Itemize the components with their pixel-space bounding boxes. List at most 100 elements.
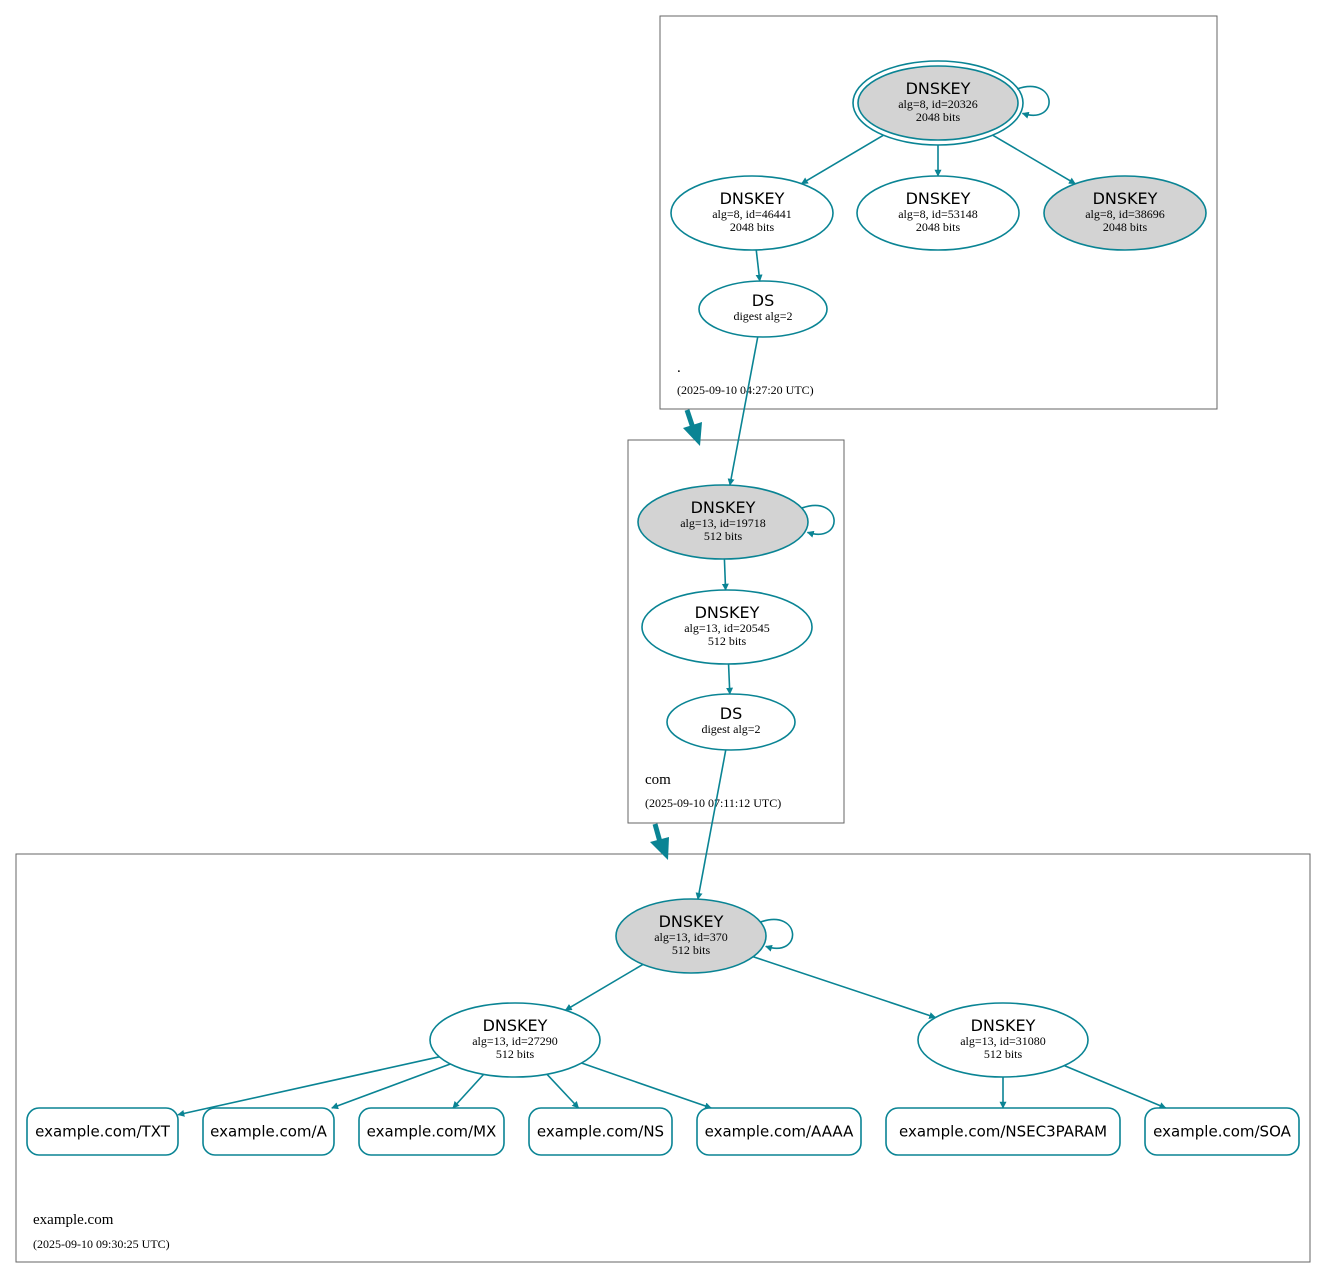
rrset-box [696,1107,862,1156]
ds-title: DS [752,291,774,310]
dnskey-ellipse [637,484,809,560]
signature-edge [755,249,763,282]
signature-edge [800,134,884,185]
dnskey-ellipse [615,898,767,974]
rrset-node[interactable]: example.com/A [202,1107,335,1156]
rrset-box [358,1107,505,1156]
rrset-node[interactable]: example.com/SOA [1144,1107,1300,1156]
dnskey-alg-id: alg=13, id=20545 [684,621,770,635]
dnskey-bits: 512 bits [672,943,711,957]
signature-edge [1064,1064,1167,1109]
rrset-label: example.com/MX [367,1123,497,1141]
ds-ellipse [666,693,796,751]
dnskey-ellipse [856,175,1020,251]
rrset-box [528,1107,673,1156]
dnskey-bits: 512 bits [984,1047,1023,1061]
dnskey-alg-id: alg=8, id=46441 [712,207,792,221]
rrset-box [202,1107,335,1156]
zone-name: com [645,772,671,788]
ds-digest: digest alg=2 [733,309,792,323]
signature-edge [695,749,727,900]
trust-anchor-ring [852,60,1024,146]
self-signature-edge [760,918,794,952]
dnskey-title: DNSKEY [659,912,724,931]
dnskey-title: DNSKEY [1093,189,1158,208]
rrset-node[interactable]: example.com/NS [528,1107,673,1156]
rrset-node[interactable]: example.com/TXT [26,1107,179,1156]
signature-edge [992,134,1076,185]
dnskey-bits: 512 bits [496,1047,535,1061]
rrset-box [885,1107,1121,1156]
dnskey-ellipse [1043,175,1207,251]
rrset-node[interactable]: example.com/NSEC3PARAM [885,1107,1121,1156]
dnskey-ellipse [917,1002,1089,1078]
signature-edge [752,955,937,1019]
dnskey-title: DNSKEY [695,603,760,622]
dnskey-bits: 2048 bits [730,220,775,234]
dnskey-bits: 512 bits [708,634,747,648]
dnskey-alg-id: alg=13, id=19718 [680,516,766,530]
signature-edge [546,1073,580,1109]
rrset-node[interactable]: example.com/AAAA [696,1107,862,1156]
dnskey-title: DNSKEY [691,498,756,517]
dnskey-alg-id: alg=13, id=31080 [960,1034,1046,1048]
ds-title: DS [720,704,742,723]
signature-edge [727,336,759,486]
dnskey-title: DNSKEY [906,189,971,208]
delegation-com-to-example [650,823,669,860]
rrset-label: example.com/NS [537,1123,664,1141]
rrset-label: example.com/SOA [1153,1123,1291,1141]
zone-name: . [677,360,681,376]
dnskey-alg-id: alg=13, id=370 [654,930,728,944]
dnskey-title: DNSKEY [483,1016,548,1035]
dnskey-alg-id: alg=8, id=38696 [1085,207,1165,221]
zone-name: example.com [33,1212,114,1228]
signature-edge [564,963,644,1011]
signature-edge [726,663,734,695]
zone-timestamp: (2025-09-10 04:27:20 UTC) [677,383,814,397]
rrset-box [1144,1107,1300,1156]
dnskey-bits: 2048 bits [1103,220,1148,234]
dnskey-ellipse [429,1002,601,1078]
dnskey-bits: 2048 bits [916,110,961,124]
dnskey-ellipse [641,589,813,665]
dnskey-alg-id: alg=8, id=53148 [898,207,978,221]
dnskey-bits: 512 bits [704,529,743,543]
dnskey-alg-id: alg=13, id=27290 [472,1034,558,1048]
signature-edge [581,1062,712,1110]
ds-ellipse [698,280,828,338]
zone-timestamp: (2025-09-10 07:11:12 UTC) [645,796,781,810]
signature-edge [331,1063,451,1110]
signature-edge [721,558,729,591]
dnskey-ellipse [670,175,834,251]
dnskey-ellipse [857,65,1019,141]
dnskey-title: DNSKEY [906,79,971,98]
self-signature-edge [801,504,835,538]
dnskey-bits: 2048 bits [916,220,961,234]
rrset-node[interactable]: example.com/MX [358,1107,505,1156]
signature-edge [452,1073,485,1109]
edges [177,85,1167,1117]
zone-timestamp: (2025-09-10 09:30:25 UTC) [33,1237,170,1251]
self-signature-edge [1016,85,1050,119]
dnskey-alg-id: alg=8, id=20326 [898,97,978,111]
ds-digest: digest alg=2 [701,722,760,736]
dnskey-title: DNSKEY [720,189,785,208]
rrset-label: example.com/AAAA [705,1123,854,1141]
dnskey-title: DNSKEY [971,1016,1036,1035]
delegation-root-to-com [683,409,702,446]
rrset-label: example.com/TXT [35,1123,171,1141]
